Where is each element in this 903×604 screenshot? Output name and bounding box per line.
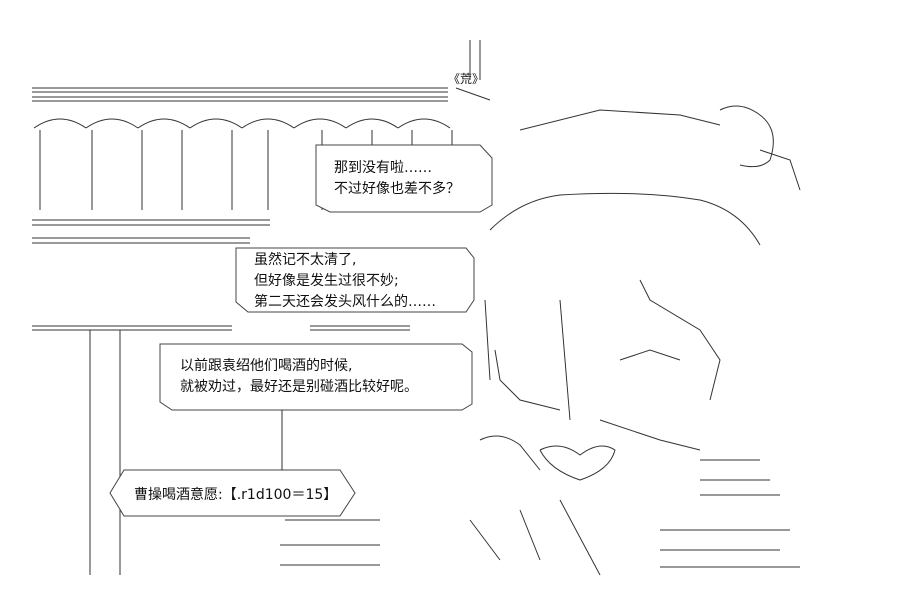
bubble-2-line-3: 第二天还会发头风什么的…… <box>254 294 436 310</box>
building-sign: 《荒》 <box>448 72 485 86</box>
speech-bubble-3: 以前跟袁绍他们喝酒的时候, 就被劝过，最好还是别碰酒比较好呢。 <box>180 356 418 398</box>
bubble-3-line-2: 就被劝过，最好还是别碰酒比较好呢。 <box>180 379 418 395</box>
bubble-3-line-1: 以前跟袁绍他们喝酒的时候, <box>180 358 353 374</box>
dice-roll-result: 曹操喝酒意愿:【.r1d100＝15】 <box>134 487 338 503</box>
speech-bubble-2: 虽然记不太清了, 但好像是发生过很不妙; 第二天还会发头风什么的…… <box>254 250 436 313</box>
bubble-2-line-2: 但好像是发生过很不妙; <box>254 273 399 289</box>
bubble-1-line-2: 不过好像也差不多？ <box>334 181 460 197</box>
building-lines <box>32 40 801 576</box>
bubble-shapes <box>159 144 493 411</box>
dice-box-shape <box>109 469 356 517</box>
bubble-1-line-1: 那到没有啦…… <box>334 160 432 176</box>
bubble-2-line-1: 虽然记不太清了, <box>254 252 357 268</box>
speech-bubble-1: 那到没有啦…… 不过好像也差不多？ <box>334 158 460 200</box>
